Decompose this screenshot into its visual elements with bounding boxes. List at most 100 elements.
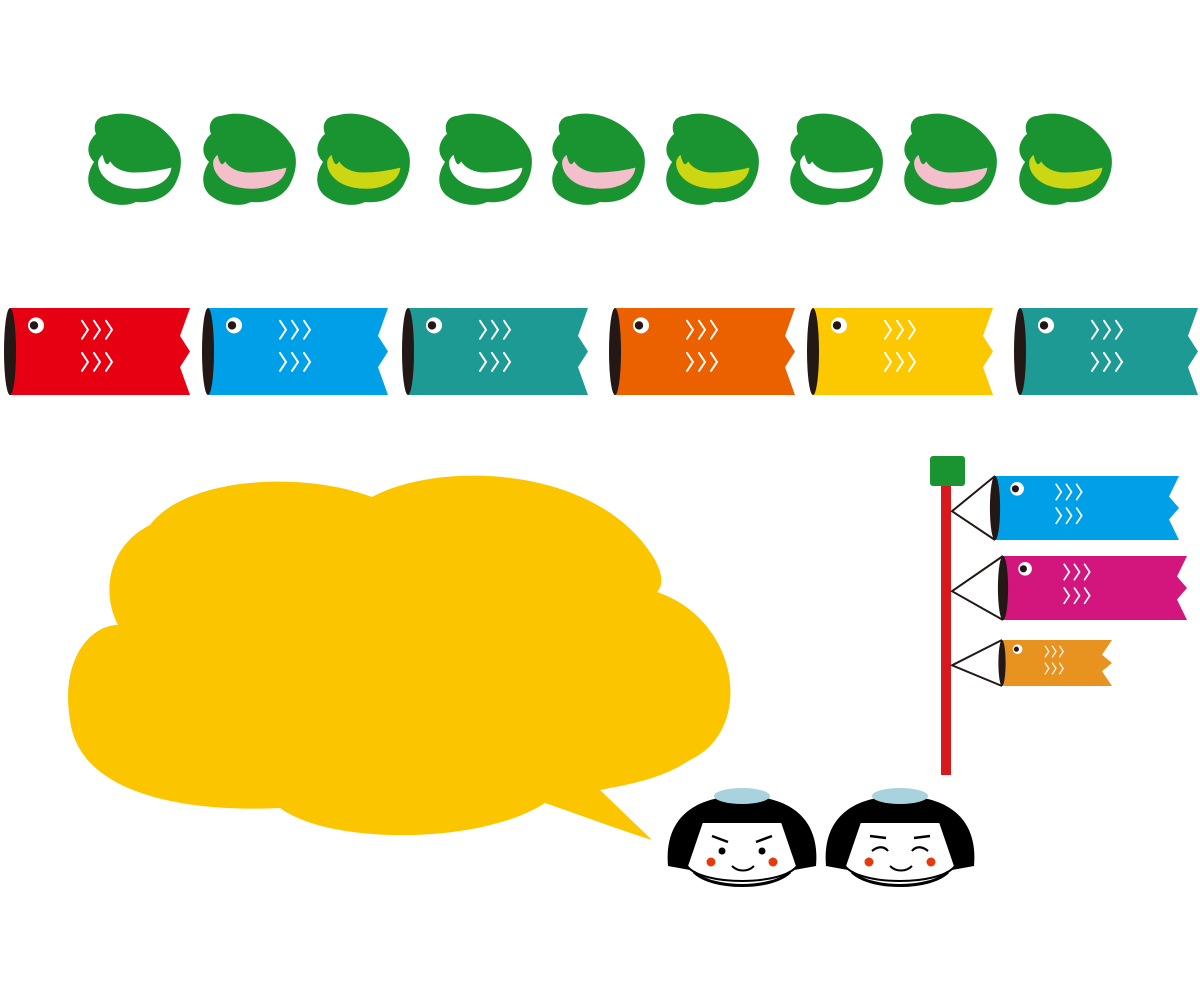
carp-scale	[1115, 351, 1124, 372]
koinobori-row	[4, 308, 1198, 395]
carp-scale	[1073, 587, 1081, 605]
carp-body	[813, 308, 993, 395]
carp-scale	[105, 351, 114, 372]
child-eyebrow	[869, 834, 887, 840]
koinobori-carp	[998, 640, 1112, 686]
child-eye	[758, 847, 766, 855]
carp-mouth	[997, 556, 1009, 620]
carp-scale	[303, 351, 312, 372]
child-eyebrow	[711, 834, 729, 844]
carp-mouth	[202, 308, 214, 395]
carp-scale	[1044, 645, 1050, 658]
koinobori-carp	[1014, 308, 1198, 395]
child-chin	[692, 870, 792, 887]
carp-scale	[81, 319, 90, 340]
child-mouth	[731, 865, 755, 872]
carp-scale	[491, 351, 500, 372]
mochi-item	[790, 113, 883, 205]
koinobori-pole-group	[930, 456, 1187, 775]
carp-eye-pupil	[1011, 485, 1019, 493]
carp-scale	[908, 351, 917, 372]
child-eye	[871, 846, 889, 852]
child-eyebrow	[913, 834, 931, 840]
carp-body	[1003, 556, 1187, 620]
carp-scale	[1063, 563, 1071, 581]
pole-top-cap	[930, 456, 965, 486]
carp-scale	[479, 319, 488, 340]
mochi-leaf-top	[675, 117, 758, 170]
child-eyebrow	[755, 834, 773, 844]
carp-scale	[1075, 483, 1083, 501]
carp-mouth	[4, 308, 16, 395]
mochi-item	[1019, 113, 1112, 205]
carp-body	[1002, 640, 1112, 686]
mochi-item	[666, 113, 759, 205]
carp-scale	[1103, 351, 1112, 372]
mochi-leaf-top	[448, 117, 531, 170]
koinobori-carp	[807, 308, 993, 395]
carp-scale	[1075, 507, 1083, 525]
carp-body	[1020, 308, 1198, 395]
carp-body	[10, 308, 190, 395]
carp-rigging	[950, 555, 1004, 621]
carp-scale	[303, 319, 312, 340]
mochi-item	[439, 113, 532, 205]
speech-bubble-shape	[68, 475, 731, 840]
carp-scale	[896, 319, 905, 340]
child-face	[825, 788, 975, 887]
carp-mouth	[998, 640, 1006, 686]
carp-rigging	[949, 639, 1003, 687]
carp-scale	[686, 319, 695, 340]
child-cheek	[864, 857, 874, 867]
carp-scale	[884, 319, 893, 340]
carp-scale	[1073, 563, 1081, 581]
carp-scale	[884, 351, 893, 372]
carp-mouth	[402, 308, 414, 395]
child-face	[667, 788, 817, 887]
carp-scale	[1103, 319, 1112, 340]
child-chin	[850, 870, 950, 887]
carp-scale	[710, 351, 719, 372]
carp-scale	[710, 319, 719, 340]
carp-mouth	[609, 308, 621, 395]
koinobori-carp	[609, 308, 795, 395]
carp-scale	[291, 351, 300, 372]
carp-scale	[503, 351, 512, 372]
carp-scale	[686, 351, 695, 372]
mochi-item	[203, 113, 296, 205]
koinobori-pole	[941, 478, 951, 775]
carp-scale	[279, 351, 288, 372]
carp-scale	[1115, 319, 1124, 340]
carp-eye-pupil	[427, 321, 437, 330]
carp-scale	[1091, 319, 1100, 340]
mochi-item	[317, 113, 410, 205]
carp-scale	[1091, 351, 1100, 372]
carp-body	[615, 308, 795, 395]
pole-carp-streamers	[949, 475, 1187, 687]
carp-scale	[491, 319, 500, 340]
carp-scale	[1051, 645, 1057, 658]
carp-body	[208, 308, 388, 395]
child-cheek	[768, 857, 778, 867]
koinobori-carp	[202, 308, 388, 395]
child-eye	[718, 847, 726, 855]
carp-scale	[105, 319, 114, 340]
child-hat	[714, 788, 770, 804]
carp-scale	[1059, 662, 1064, 675]
child-mouth	[889, 865, 913, 872]
carp-scale	[81, 351, 90, 372]
mochi-leaf-top	[97, 117, 180, 170]
carp-scale	[1083, 563, 1091, 581]
mochi-leaf-top	[326, 117, 409, 170]
carp-mouth	[989, 476, 1001, 540]
carp-eye-pupil	[1013, 646, 1019, 652]
child-cheek	[706, 857, 716, 867]
carp-scale	[1063, 587, 1071, 605]
carp-scale	[908, 319, 917, 340]
carp-scale	[279, 319, 288, 340]
speech-bubble	[68, 475, 731, 840]
child-eye	[911, 846, 929, 852]
carp-scale	[1065, 483, 1073, 501]
carp-eye-pupil	[832, 321, 842, 330]
